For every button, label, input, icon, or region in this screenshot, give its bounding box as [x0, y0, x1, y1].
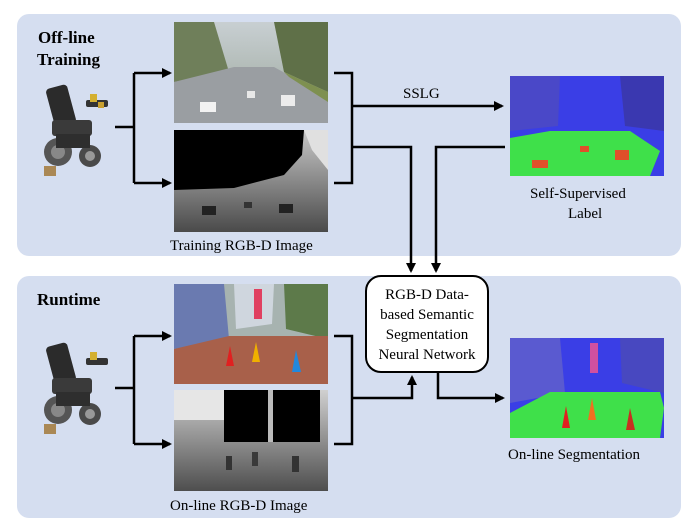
network-line3: Segmentation [385, 327, 469, 343]
network-line2: based Semantic [380, 307, 474, 323]
self-supervised-label-caption-line1: Self-Supervised [530, 186, 626, 202]
training-rgb-image [174, 22, 328, 123]
self-supervised-label-caption-line2: Label [568, 206, 603, 222]
network-line4: Neural Network [378, 347, 476, 363]
online-segmentation-image [510, 338, 664, 438]
online-caption: On-line RGB-D Image [170, 498, 308, 514]
offline-title-line2: Training [37, 50, 100, 69]
wheelchair-robot-runtime [44, 342, 108, 434]
neural-network-box: RGB-D Data- based Semantic Segmentation … [365, 275, 489, 373]
self-supervised-label-image [510, 76, 664, 176]
training-depth-image [174, 130, 328, 232]
wheelchair-robot-offline [44, 84, 108, 176]
offline-title-line1: Off-line [38, 28, 95, 47]
training-caption: Training RGB-D Image [170, 238, 313, 254]
online-segmentation-caption: On-line Segmentation [508, 447, 641, 463]
runtime-title: Runtime [37, 290, 101, 309]
network-line1: RGB-D Data- [385, 287, 469, 303]
sslg-label: SSLG [403, 86, 440, 102]
online-depth-image [174, 390, 328, 491]
online-rgb-image [174, 284, 328, 384]
